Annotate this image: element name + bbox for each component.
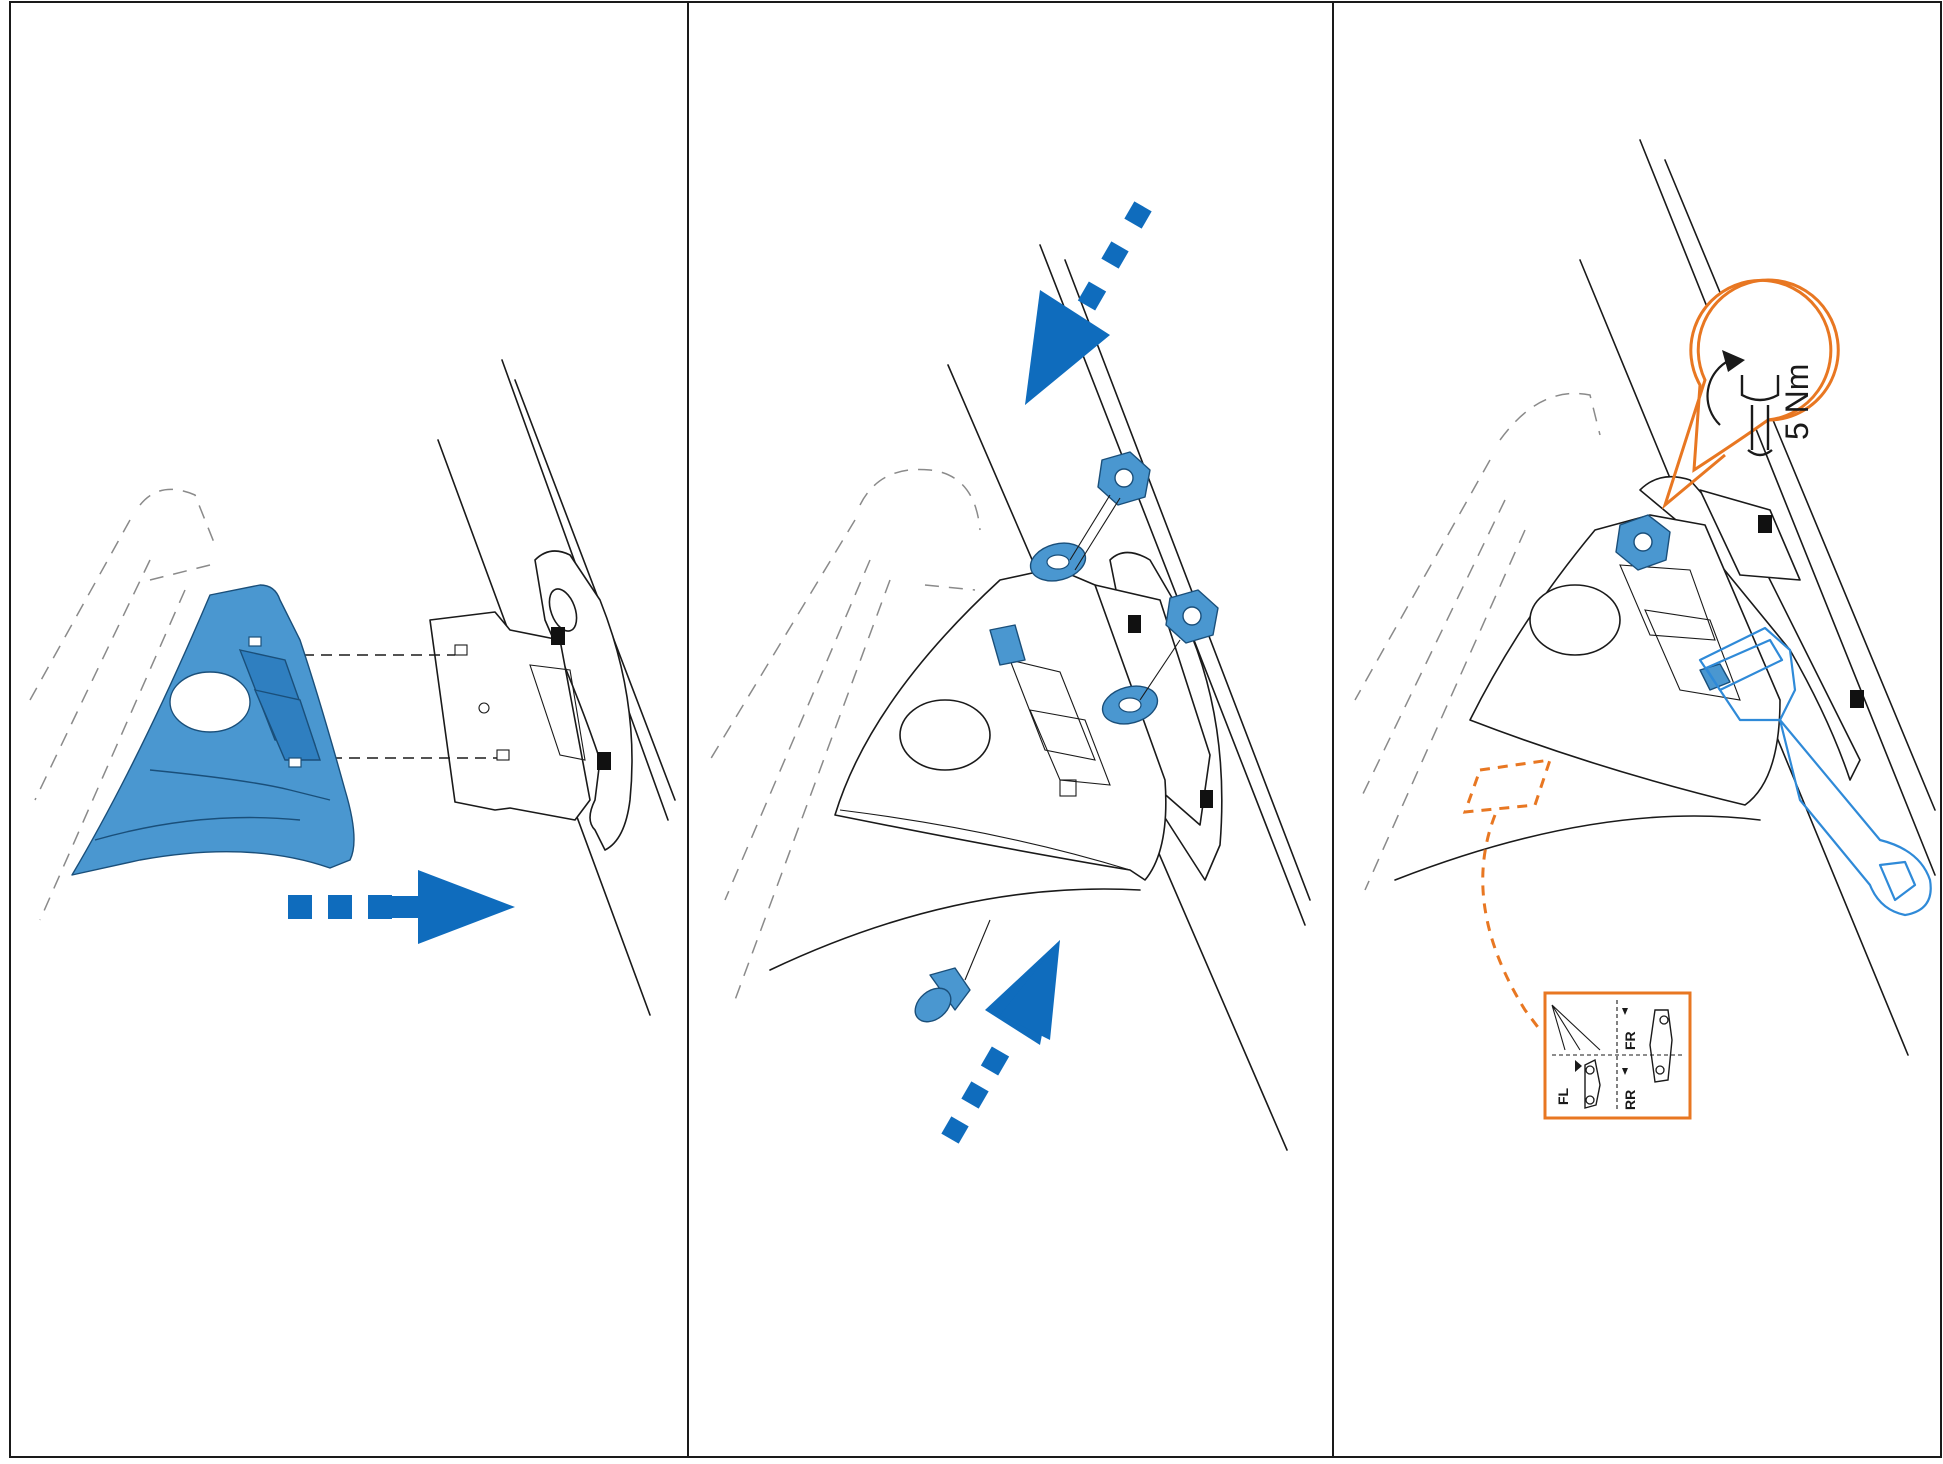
- foot-housing: [534, 550, 633, 851]
- panel-frame: [9, 1, 1942, 1458]
- panel-3: 5 Nm FL FR RR: [1354, 139, 1936, 1120]
- nut-icon: [1615, 514, 1671, 571]
- car-outline-icon: [1584, 1058, 1601, 1109]
- dotted-arrow-right-icon: [288, 870, 515, 944]
- torque-callout: 5 Nm: [1662, 278, 1840, 510]
- arrow-icon: [1622, 1068, 1628, 1075]
- dotted-arrow-down-left-icon: [1025, 201, 1152, 405]
- wrench-icon: [1698, 626, 1932, 917]
- assembly-guide-lines: [964, 494, 1181, 981]
- ghost-roof-bar: [709, 468, 981, 1001]
- panel-2: [709, 201, 1311, 1151]
- arrow-head-icon: [1722, 350, 1745, 372]
- end-cap: [1394, 514, 1781, 881]
- foot-housing: [1639, 475, 1861, 781]
- mounting-bracket: [429, 611, 611, 821]
- label-fr: FR: [1622, 1031, 1638, 1050]
- torque-label: 5 Nm: [1779, 364, 1815, 440]
- car-outline-icon: [1649, 1009, 1673, 1083]
- label-fl: FL: [1555, 1087, 1571, 1105]
- arrow-icon: [1575, 1060, 1582, 1072]
- wrench-symbol-icon: [1740, 375, 1780, 457]
- ghost-roof-bar: [1354, 392, 1601, 891]
- dotted-arrow-up-right-icon: [941, 940, 1060, 1144]
- rotation-arrow-icon: [1706, 359, 1731, 426]
- nut-icon: [1097, 451, 1219, 644]
- position-sticker: FL FR RR: [1543, 991, 1692, 1120]
- stud-icon: [989, 615, 1213, 808]
- arrow-icon: [1622, 1008, 1628, 1015]
- bolt-icon: [914, 967, 971, 1023]
- alignment-lines: [285, 654, 497, 759]
- position-sticker-guide: [1462, 758, 1553, 1031]
- stud-icon: [551, 627, 611, 770]
- ghost-roof-bar: [29, 488, 216, 921]
- end-cap: [769, 567, 1167, 971]
- end-cap-icon: [71, 584, 355, 876]
- washer-icon: [1029, 542, 1159, 725]
- label-rr: RR: [1622, 1090, 1638, 1110]
- panel-1: [29, 359, 676, 1016]
